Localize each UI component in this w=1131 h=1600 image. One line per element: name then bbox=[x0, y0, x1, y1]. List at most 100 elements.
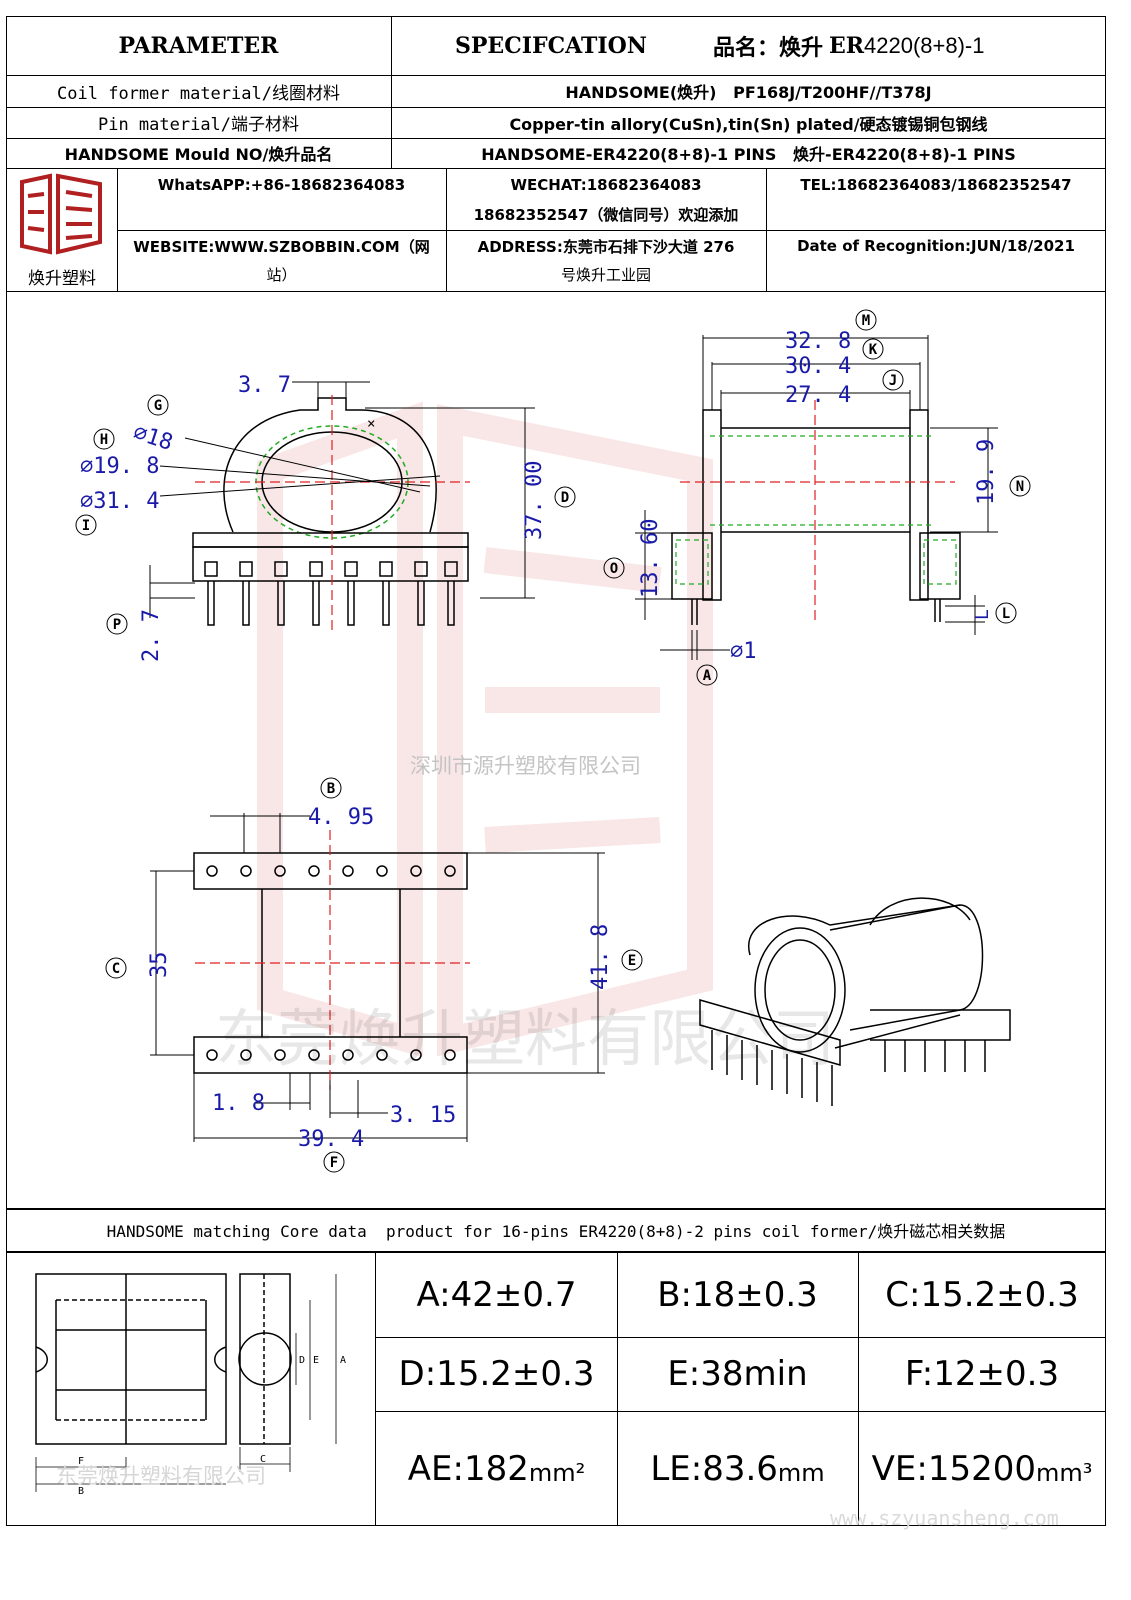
coil-material-value: HANDSOME(焕升) PF168J/T200HF//T378J bbox=[565, 83, 932, 102]
address-line1: ADDRESS:东莞市石排下沙大道 276 bbox=[477, 237, 735, 256]
website-line2: 站） bbox=[266, 265, 297, 284]
dim-13-60: 13. 60 bbox=[638, 519, 663, 598]
marker-K: K bbox=[869, 342, 878, 358]
ae-unit: mm² bbox=[528, 1458, 586, 1487]
dim-35: 35 bbox=[147, 952, 172, 979]
core-value-B: B:18±0.3 bbox=[657, 1274, 818, 1315]
wechat-line2: 18682352547（微信同号）欢迎添加 bbox=[473, 205, 739, 224]
mould-no-value: HANDSOME-ER4220(8+8)-1 PINS 焕升-ER4220(8+… bbox=[481, 145, 1016, 164]
marker-H: H bbox=[100, 432, 108, 448]
logo-mark-icon bbox=[20, 173, 102, 255]
whatsapp: WhatsAPP:+86-18682364083 bbox=[157, 176, 406, 194]
core-sketch-frame bbox=[6, 1252, 376, 1526]
marker-J: J bbox=[889, 373, 897, 389]
logo-watermark bbox=[257, 401, 713, 1058]
sketch-label-D: D bbox=[299, 1355, 305, 1366]
marker-E: E bbox=[628, 953, 636, 969]
dim-2-7: 2. 7 bbox=[139, 609, 164, 662]
logo-text: 焕升塑料 bbox=[28, 269, 96, 289]
product-label: 品名：焕升 bbox=[712, 35, 823, 61]
dim-dia-31-4: ⌀31. 4 bbox=[80, 489, 159, 514]
dim-41-8: 41. 8 bbox=[588, 924, 613, 990]
mould-no-label: HANDSOME Mould NO/焕升品名 bbox=[64, 145, 333, 164]
pin-material-label: Pin material/端子材料 bbox=[97, 115, 300, 135]
le-value: LE:83.6 bbox=[650, 1448, 778, 1489]
front-view-pins bbox=[204, 561, 458, 626]
bottom-view-pads bbox=[206, 865, 456, 1061]
dim-30-4: 30. 4 bbox=[785, 354, 851, 379]
marker-F: F bbox=[330, 1155, 338, 1171]
address-line2: 号焕升工业园 bbox=[560, 265, 651, 284]
parameter-heading: PARAMETER bbox=[118, 32, 279, 59]
core-value-C: C:15.2±0.3 bbox=[885, 1274, 1079, 1315]
drawing-frame bbox=[6, 292, 1106, 1210]
core-value-F: F:12±0.3 bbox=[904, 1354, 1060, 1394]
sketch-label-B: B bbox=[78, 1486, 84, 1497]
svg-text:×: × bbox=[367, 416, 375, 432]
tel: TEL:18682364083/18682352547 bbox=[800, 176, 1072, 194]
core-value-D: D:15.2±0.3 bbox=[398, 1354, 595, 1394]
core-title-bar bbox=[6, 1208, 1106, 1252]
dim-dia-18: ⌀18 bbox=[130, 420, 176, 456]
sketch-label-F: F bbox=[78, 1456, 84, 1467]
dim-3-7: 3. 7 bbox=[238, 373, 291, 398]
spec-table bbox=[6, 16, 1106, 292]
dim-37-00: 37. 00 bbox=[522, 461, 547, 540]
sketch-label-C: C bbox=[260, 1454, 266, 1465]
marker-G: G bbox=[154, 398, 162, 414]
dim-3-15: 3. 15 bbox=[390, 1103, 456, 1128]
wechat-line1: WECHAT:18682364083 bbox=[510, 176, 702, 194]
watermark-center: 深圳市源升塑胶有限公司 bbox=[410, 754, 641, 778]
ve-unit: mm³ bbox=[1035, 1458, 1093, 1487]
specification-heading: SPECIFCATION 品名：焕升 ER4220(8+8)-1 bbox=[391, 16, 1106, 75]
side-view bbox=[671, 409, 961, 625]
pin-material-value: Copper-tin allory(CuSn),tin(Sn) plated/硬… bbox=[509, 114, 988, 134]
core-sketch-watermark: 东莞焕升塑料有限公司 bbox=[56, 1464, 266, 1488]
core-value-A: A:42±0.7 bbox=[416, 1274, 577, 1315]
dim-dia-1: ⌀1 bbox=[730, 639, 757, 664]
marker-D: D bbox=[561, 490, 569, 506]
website-line1: WEBSITE:WWW.SZBOBBIN.COM（网 bbox=[133, 237, 430, 256]
marker-A: A bbox=[703, 668, 712, 684]
isometric-view bbox=[699, 897, 1011, 1106]
dim-19-9: 19. 9 bbox=[974, 439, 999, 505]
core-value-E: E:38min bbox=[667, 1354, 808, 1394]
marker-L: L bbox=[1002, 606, 1010, 622]
core-title: HANDSOME matching Core data product for … bbox=[106, 1222, 1006, 1241]
product-name: ER4220(8+8)-1 bbox=[828, 32, 985, 59]
specification-label: SPECIFCATION bbox=[455, 32, 647, 59]
technical-drawing: 3. 7 ⌀18 ⌀19. 8 ⌀31. 4 37. 00 2. 7 × bbox=[75, 309, 1031, 1173]
dim-L: L bbox=[972, 609, 993, 620]
core-values-table bbox=[376, 1252, 1106, 1526]
dim-4-95: 4. 95 bbox=[308, 805, 374, 830]
coil-material-label: Coil former material/线圈材料 bbox=[57, 83, 340, 104]
core-sketch: F B C D E A bbox=[35, 1273, 346, 1497]
sketch-label-A: A bbox=[340, 1355, 346, 1366]
ae-value: AE:182 bbox=[407, 1448, 529, 1489]
dim-27-4: 27. 4 bbox=[785, 383, 851, 408]
marker-M: M bbox=[862, 313, 870, 329]
dim-39-4: 39. 4 bbox=[298, 1127, 364, 1152]
marker-I: I bbox=[82, 518, 90, 534]
marker-O: O bbox=[610, 561, 618, 577]
marker-P: P bbox=[113, 617, 121, 633]
le-unit: mm bbox=[777, 1458, 825, 1487]
marker-C: C bbox=[112, 961, 120, 977]
company-logo: 焕升塑料 bbox=[10, 172, 114, 289]
marker-N: N bbox=[1016, 479, 1024, 495]
recognition-date: Date of Recognition:JUN/18/2021 bbox=[797, 237, 1075, 255]
dim-dia-19-8: ⌀19. 8 bbox=[80, 454, 159, 479]
front-view bbox=[192, 397, 469, 626]
ve-value: VE:15200 bbox=[871, 1448, 1036, 1489]
sketch-label-E: E bbox=[313, 1355, 319, 1366]
website-watermark: www.szyuansheng.com bbox=[830, 1506, 1059, 1530]
marker-B: B bbox=[327, 781, 335, 797]
product-name-rest: 4220(8+8)-1 bbox=[864, 32, 985, 58]
callout-markers bbox=[75, 309, 1031, 1173]
dim-1-8: 1. 8 bbox=[212, 1091, 265, 1116]
dim-32-8: 32. 8 bbox=[785, 329, 851, 354]
watermark-big: 东莞焕升塑料有限公司 bbox=[215, 1002, 836, 1075]
